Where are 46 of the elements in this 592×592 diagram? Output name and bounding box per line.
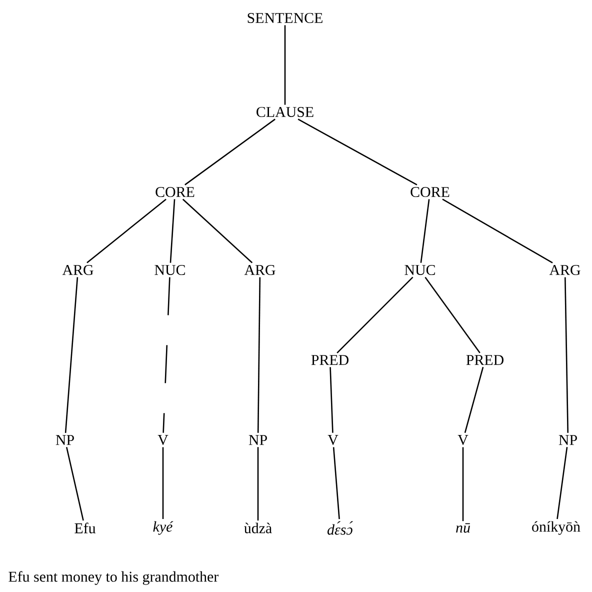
category-label: V bbox=[458, 435, 468, 445]
category-label: NP bbox=[248, 435, 267, 445]
tree-branch bbox=[284, 25, 286, 105]
tree-branch bbox=[182, 198, 253, 264]
category-label: NP bbox=[558, 435, 577, 445]
tree-branch bbox=[420, 199, 430, 263]
tree-branch bbox=[257, 447, 259, 521]
word: dɛ́sɔ́ bbox=[327, 521, 353, 535]
category-label: CORE bbox=[410, 186, 450, 198]
tree-branch bbox=[162, 277, 170, 433]
word: Efu bbox=[74, 522, 96, 534]
tree-branch bbox=[330, 367, 334, 433]
word: óníkyōǹ bbox=[532, 521, 580, 535]
tree-branch bbox=[170, 199, 176, 263]
tree-branch bbox=[462, 447, 464, 522]
word: nū bbox=[456, 523, 470, 533]
tree-branch bbox=[184, 118, 276, 186]
tree-branch bbox=[556, 447, 568, 520]
tree-branch bbox=[442, 198, 553, 264]
category-label: NUC bbox=[154, 264, 185, 276]
caption: Efu sent money to his grandmother bbox=[8, 571, 218, 585]
category-label: PRED bbox=[311, 355, 348, 365]
tree-branch bbox=[424, 276, 480, 354]
tree-branch bbox=[162, 447, 164, 519]
tree-branch bbox=[86, 198, 166, 264]
tree-branch bbox=[332, 447, 340, 520]
category-label: CORE bbox=[156, 186, 194, 198]
tree-branch bbox=[66, 446, 84, 521]
category-label: V bbox=[158, 435, 168, 445]
category-label: PRED bbox=[466, 355, 504, 365]
category-label: NP bbox=[56, 435, 74, 445]
category-label: V bbox=[328, 435, 338, 445]
tree-branch bbox=[257, 277, 261, 433]
category-label: CLAUSE bbox=[256, 106, 314, 118]
word: kyé bbox=[153, 521, 174, 535]
category-label: SENTENCE bbox=[248, 12, 322, 23]
tree-branch bbox=[64, 277, 78, 433]
category-label: ARG bbox=[244, 264, 276, 276]
tree-branch bbox=[298, 118, 418, 186]
category-label: NUC bbox=[404, 264, 435, 276]
tree-branch bbox=[464, 366, 484, 433]
tree-branch bbox=[336, 276, 414, 354]
word: ùdzà bbox=[244, 522, 272, 534]
category-label: ARG bbox=[549, 264, 580, 276]
category-label: ARG bbox=[62, 264, 94, 276]
tree-branch bbox=[564, 277, 569, 433]
